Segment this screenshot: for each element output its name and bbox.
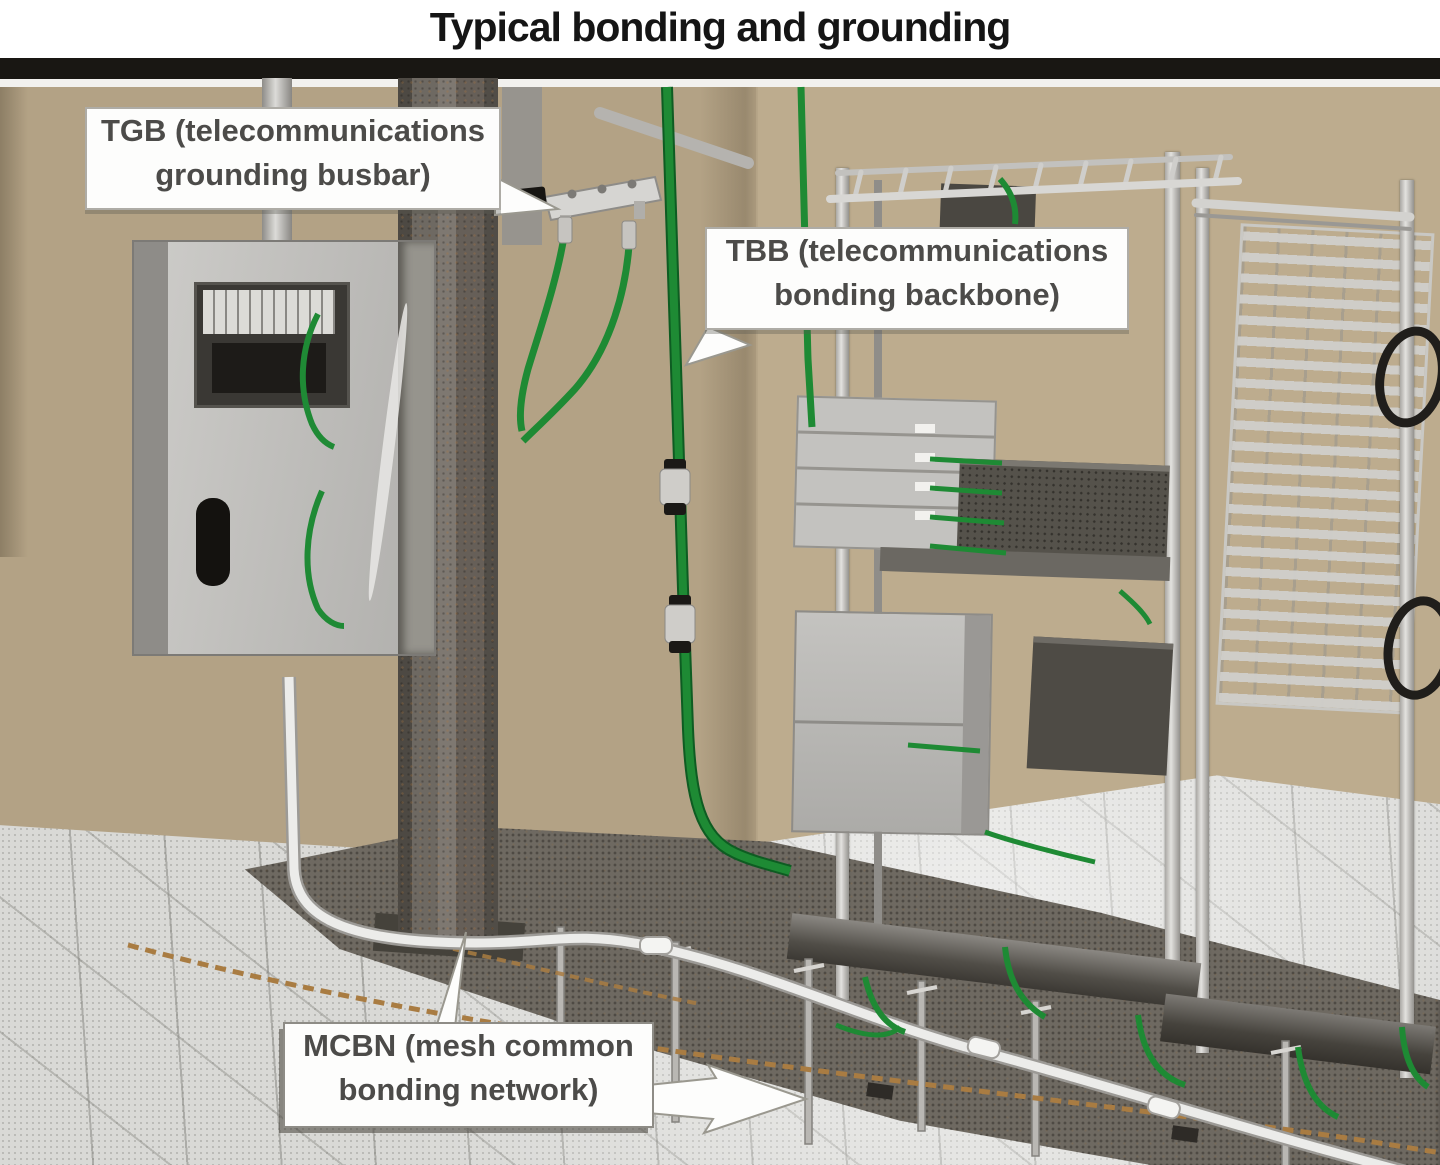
electrical-panel: [132, 240, 436, 656]
page-title: Typical bonding and grounding: [429, 4, 1012, 50]
tbb-splice-connectors: [659, 459, 696, 653]
wire-crimps: [557, 216, 637, 250]
cabinet-side-face: [961, 615, 991, 834]
ceiling-band: [0, 58, 1440, 79]
title-bar: Typical bonding and grounding: [0, 0, 1440, 58]
panel-interior: [398, 242, 434, 654]
rack-b-left-post: [1196, 168, 1209, 1053]
mcbn-callout-label: MCBN (mesh common bonding network): [283, 1022, 654, 1128]
tbb-callout-label: TBB (telecommunications bonding backbone…: [705, 227, 1129, 330]
tgb-busbar: [511, 175, 663, 233]
tgb-label-line1: TGB (telecommunications: [100, 113, 486, 148]
equipment-cabinet: [791, 610, 993, 836]
panel-handle: [196, 498, 230, 586]
wall-corner-shadow: [700, 87, 758, 887]
bond-lug-tab: [915, 424, 935, 433]
bond-lug-tab: [915, 482, 935, 491]
panel-meter: [194, 282, 350, 408]
meter-gauge: [203, 290, 335, 334]
mcbn-label-line2: bonding network): [338, 1072, 599, 1107]
meter-window: [212, 343, 326, 393]
tbb-label-line2: bonding backbone): [774, 277, 1060, 312]
bond-lug-tab: [915, 453, 935, 462]
tgb-callout-label: TGB (telecommunications grounding busbar…: [85, 107, 501, 210]
mcbn-label-line1: MCBN (mesh common: [303, 1028, 634, 1063]
tbb-label-line1: TBB (telecommunications: [725, 233, 1109, 268]
patch-panel-unit: [798, 397, 995, 439]
wall-strut: [502, 87, 542, 245]
tgb-pointer: [494, 175, 562, 217]
rack-a-rear-post: [874, 180, 882, 940]
cabinet-seam: [794, 720, 990, 727]
tgb-label-line2: grounding busbar): [155, 157, 431, 192]
left-wall-edge-shadow: [0, 87, 28, 557]
bond-lug-tab: [915, 511, 935, 520]
room-illustration: TGB (telecommunications grounding busbar…: [0, 58, 1440, 1165]
rack-a-right-post: [1165, 152, 1180, 1020]
equipment-box-dark: [1026, 636, 1174, 776]
panel-side-face: [134, 242, 168, 654]
ceiling-edge-highlight: [0, 79, 1440, 87]
